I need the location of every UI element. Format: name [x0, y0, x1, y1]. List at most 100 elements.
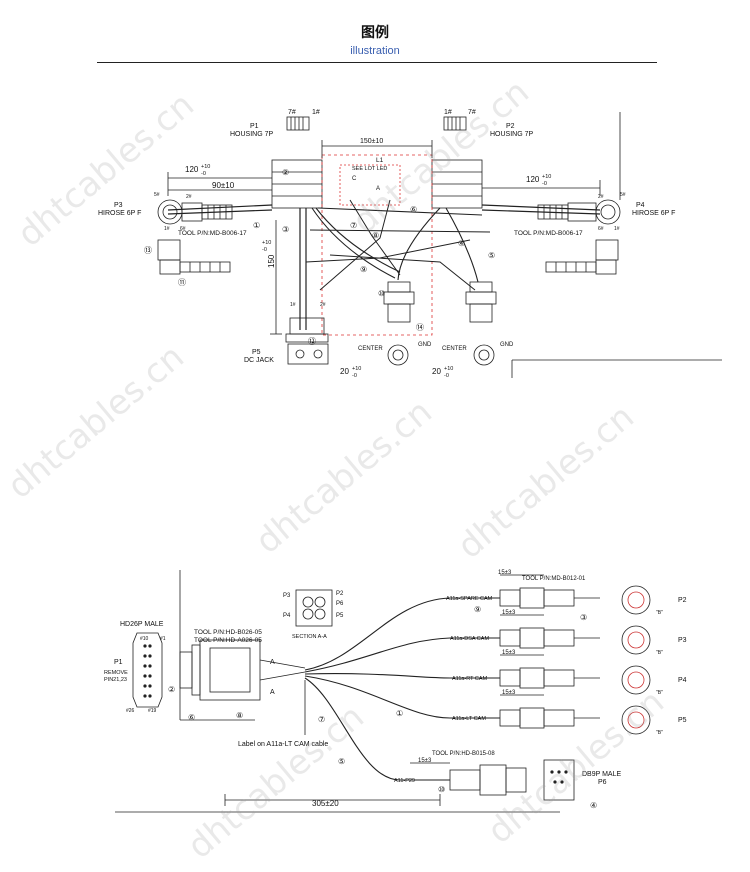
section-p6: P6 [336, 601, 344, 607]
p5-dc-jack [285, 317, 329, 365]
section-p5: P5 [336, 613, 344, 619]
p3-pin2: 2# [186, 194, 192, 200]
tool-hd-b015: TOOL P/N:HD-B015-08 [432, 751, 495, 757]
balloon-9-left: ⑨ [360, 265, 367, 274]
b-mark-4: "B" [656, 730, 663, 736]
dim-15-e: 15±3 [418, 758, 432, 764]
p4-id: P4 [636, 202, 645, 209]
hd26-connector-body [179, 639, 306, 701]
p4-pin6: 6# [598, 226, 604, 232]
label-dsa-cam: A11a-DSA CAM [450, 636, 489, 642]
balloon-12: ⑫ [308, 337, 316, 346]
remove-line2: PIN21,23 [104, 677, 127, 683]
dim-20-left-tol2: -0 [352, 373, 357, 379]
tool-right: TOOL P/N:MD-B006-17 [514, 230, 583, 237]
label-spare-cam: A11a-SPARE CAM [446, 596, 493, 602]
dim-20-left: 20 [340, 367, 349, 376]
page-header: 图例 illustration [0, 0, 750, 70]
p5-id: P5 [252, 349, 261, 356]
p3-desc: HIROSE 6P F [98, 210, 141, 217]
tool-hd-b026: TOOL P/N:HD-B026-05 [194, 629, 262, 636]
dim-120-left-tol: +10 [201, 164, 210, 170]
db9-p6: P6 [598, 779, 607, 786]
center-right: CENTER [442, 346, 467, 352]
dim-150: 150±10 [360, 138, 383, 145]
dim-15-c: 15±3 [502, 650, 516, 656]
p2-id: P2 [506, 123, 515, 130]
label-lt-cam: A11a-LT CAM [452, 716, 486, 722]
p1-pin7: 7# [288, 109, 296, 116]
p1-desc: HOUSING 7P [230, 131, 274, 138]
balloon-6: ⑥ [410, 205, 417, 214]
balloon-3: ③ [282, 225, 289, 234]
balloon-6: ⑥ [188, 713, 195, 722]
p4-pin2: 2# [598, 194, 604, 200]
conn-p5: P5 [678, 717, 687, 724]
right-side-plug [545, 239, 619, 275]
cable-diagram-1 [157, 112, 722, 378]
dim-150-vertical: 150 [267, 254, 276, 268]
marker-a-bottom: A [270, 689, 275, 696]
p1-housing [271, 116, 323, 209]
l1-desc: SEE LOT LED [352, 166, 387, 172]
section-label: SECTION A-A [292, 634, 327, 640]
db9-title: DB9P MALE [582, 771, 621, 778]
p4-pin5: 5# [620, 192, 626, 198]
db9-connector [449, 759, 575, 801]
label-note: Label on A11a-LT CAM cable [238, 741, 328, 748]
conn-p2: P2 [678, 597, 687, 604]
dim-150-vertical-tol: +10 [262, 240, 271, 246]
p3-pin6: 6# [180, 226, 186, 232]
p5-desc: DC JACK [244, 357, 274, 364]
p2-pin7: 7# [468, 109, 476, 116]
balloon-2: ② [282, 168, 289, 177]
dc-pin2: 2# [320, 302, 326, 308]
balloon-11: ⑪ [178, 278, 186, 287]
balloon-3: ③ [580, 613, 587, 622]
gnd-left: GND [418, 342, 432, 348]
round-connector-right [465, 281, 497, 366]
conn-p3: P3 [678, 637, 687, 644]
hd26-p1: P1 [114, 659, 123, 666]
tool-left: TOOL P/N:MD-B006-17 [178, 230, 247, 237]
balloon-1-left: ① [253, 221, 260, 230]
l1-c: C [352, 176, 357, 182]
p3-pin5: 5# [154, 192, 160, 198]
p4-pin1: 1# [614, 226, 620, 232]
round-connector-left [383, 281, 415, 366]
balloon-7: ⑦ [350, 221, 357, 230]
left-side-plug [157, 239, 231, 275]
pin19: #19 [148, 708, 157, 714]
p2-pin1: 1# [444, 109, 452, 116]
conn-p4: P4 [678, 677, 687, 684]
center-left: CENTER [358, 346, 383, 352]
marker-a-top: A [270, 659, 275, 666]
p1-id: P1 [250, 123, 259, 130]
dim-20-right: 20 [432, 367, 441, 376]
dim-15-b: 15±3 [502, 610, 516, 616]
tool-hd-a026: TOOL P/N:HD-A026-05 [194, 637, 262, 644]
balloon-14: ⑭ [416, 323, 424, 332]
p1-pin1: 1# [312, 109, 320, 116]
pin1: #1 [160, 636, 166, 642]
watermark-3: dhtcables.cn [0, 337, 192, 507]
watermark-6: dhtcables.cn [180, 697, 372, 867]
b-mark-2: "B" [656, 650, 663, 656]
camera-connectors [499, 587, 600, 729]
hd26-title: HD26P MALE [120, 621, 164, 628]
dim-120-left-tol2: -0 [201, 171, 206, 177]
dim-20-left-tol: +10 [352, 366, 361, 372]
diagram-2-labels: HD26P MALE P1 REMOVE PIN21,23 #10 #1 #26… [104, 570, 687, 810]
p3-hirose-connector [157, 199, 233, 225]
p4-desc: HIROSE 6P F [632, 210, 675, 217]
dim-120-right-tol: +10 [542, 174, 551, 180]
balloon-5: ⑤ [338, 757, 345, 766]
balloon-2: ② [168, 685, 175, 694]
p4-hirose-connector [537, 199, 621, 225]
page-subtitle: illustration [350, 45, 400, 57]
dim-20-right-tol: +10 [444, 366, 453, 372]
watermark-5: dhtcables.cn [450, 397, 642, 567]
balloon-10: ⑩ [438, 785, 445, 794]
dim-15-d: 15±3 [502, 690, 516, 696]
